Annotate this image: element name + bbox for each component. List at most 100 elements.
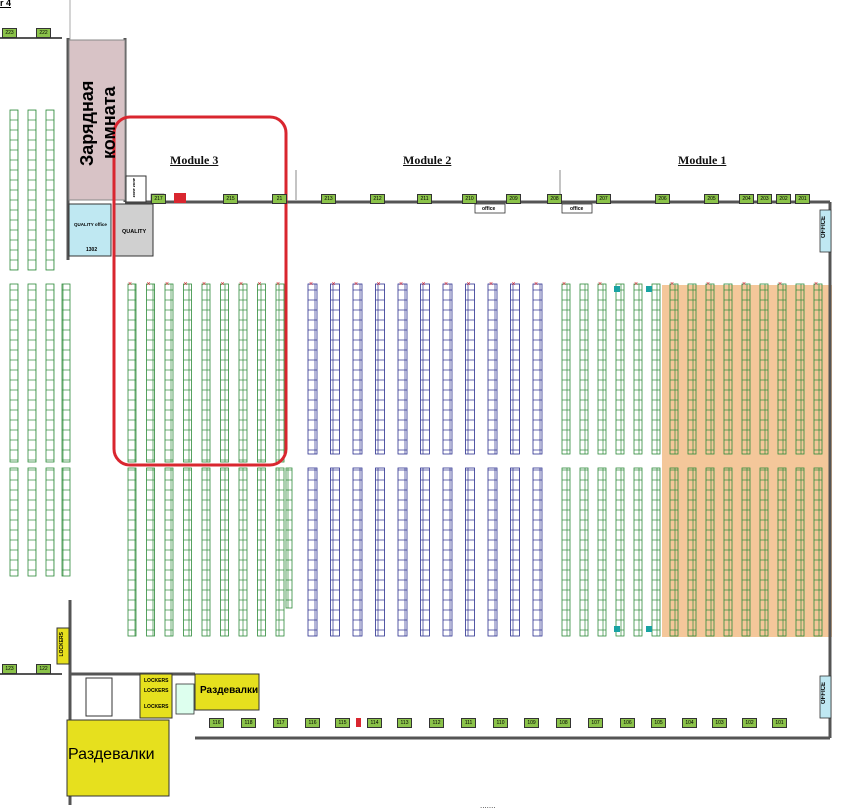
rack-module1-upper[interactable] [651, 283, 661, 455]
office-box-1[interactable] [474, 203, 506, 214]
rack-module3-upper[interactable] [257, 283, 266, 463]
rack-module2-lower[interactable] [307, 467, 318, 637]
dock-door-bottom[interactable]: 122 [36, 664, 51, 674]
rack-module3-lower[interactable] [238, 467, 248, 637]
rack-module2-lower[interactable] [510, 467, 520, 637]
rack-module2-upper[interactable] [307, 283, 318, 455]
rack-module3-lower[interactable] [257, 467, 266, 637]
rack-module2-upper[interactable] [397, 283, 408, 455]
dock-door-bottom[interactable]: 101 [772, 718, 787, 728]
lockers-vertical-box[interactable] [56, 627, 70, 665]
rack-module1-lower[interactable] [669, 467, 679, 637]
rack-module1-upper[interactable] [669, 283, 679, 455]
rack-left-low[interactable] [9, 467, 19, 577]
rack-left-low[interactable] [27, 467, 37, 577]
rack-module3-lower[interactable] [220, 467, 229, 637]
rack-module1-upper[interactable] [777, 283, 787, 455]
rack-module1-upper[interactable] [597, 283, 607, 455]
rack-module2-upper[interactable] [532, 283, 543, 455]
dock-door-bottom[interactable]: 114 [367, 718, 382, 728]
rack-module3-upper[interactable] [127, 283, 137, 463]
rack-module1-upper[interactable] [687, 283, 697, 455]
rack-module1-lower[interactable] [597, 467, 607, 637]
rack-module1-lower[interactable] [651, 467, 661, 637]
dock-door-top[interactable]: 217 [151, 194, 166, 204]
selection-highlight[interactable] [112, 115, 288, 467]
rack-module1-upper[interactable] [615, 283, 625, 455]
rack-module2-lower[interactable] [375, 467, 385, 637]
dock-door-top[interactable]: 211 [417, 194, 432, 204]
rack-module3-lower[interactable] [127, 467, 137, 637]
rack-module1-upper[interactable] [579, 283, 589, 455]
dock-door-bottom[interactable]: 111 [461, 718, 476, 728]
rack-module1-upper[interactable] [705, 283, 715, 455]
lockers-room[interactable] [139, 673, 173, 719]
rack-module2-upper[interactable] [375, 283, 385, 455]
dock-door-bottom[interactable]: 110 [493, 718, 508, 728]
rack-module3-lower[interactable] [183, 467, 192, 637]
rack-module1-lower[interactable] [813, 467, 823, 637]
dock-door-top[interactable]: 206 [655, 194, 670, 204]
rack-module2-lower[interactable] [442, 467, 453, 637]
rack-module2-lower[interactable] [420, 467, 430, 637]
dock-door-top[interactable]: 201 [795, 194, 810, 204]
dock-door-top[interactable]: 213 [321, 194, 336, 204]
rack-module2-lower[interactable] [532, 467, 543, 637]
dock-door-top[interactable]: 222 [36, 28, 51, 38]
rack-module2-lower[interactable] [487, 467, 498, 637]
rack-module2-upper[interactable] [465, 283, 475, 455]
rack-module3-lower[interactable] [275, 467, 285, 637]
rack-module2-lower[interactable] [397, 467, 408, 637]
rack-module2-upper[interactable] [352, 283, 363, 455]
dock-door-top[interactable]: 210 [462, 194, 477, 204]
rack-module1-lower[interactable] [615, 467, 625, 637]
dock-door-bottom[interactable]: 115 [335, 718, 350, 728]
rack-module1-lower[interactable] [741, 467, 751, 637]
rack-module2-upper[interactable] [487, 283, 498, 455]
rack-left-upper[interactable] [27, 109, 37, 271]
rack-module1-lower[interactable] [777, 467, 787, 637]
rack-module1-lower[interactable] [705, 467, 715, 637]
dock-door-bottom[interactable]: 113 [397, 718, 412, 728]
dock-door-bottom[interactable]: 116 [305, 718, 320, 728]
rack-module2-lower[interactable] [465, 467, 475, 637]
dock-door-bottom[interactable]: 118 [241, 718, 256, 728]
dock-door-bottom[interactable]: 107 [588, 718, 603, 728]
dock-door-top[interactable]: 21 [272, 194, 287, 204]
rack-module1-lower[interactable] [723, 467, 733, 637]
charging-room[interactable] [68, 39, 126, 201]
rack-module3-lower[interactable] [201, 467, 211, 637]
dock-door-bottom[interactable]: 103 [712, 718, 727, 728]
rack-left-low[interactable] [61, 467, 71, 577]
dock-door-bottom[interactable]: 104 [682, 718, 697, 728]
rack-module3-upper[interactable] [201, 283, 211, 463]
dock-door-top[interactable]: 203 [757, 194, 772, 204]
rack-module3-upper[interactable] [238, 283, 248, 463]
rack-module2-lower[interactable] [330, 467, 340, 637]
rack-module1-upper[interactable] [741, 283, 751, 455]
rack-module1-upper[interactable] [633, 283, 643, 455]
rack-module1-upper[interactable] [723, 283, 733, 455]
dock-door-top[interactable]: 215 [223, 194, 238, 204]
rack-module1-lower[interactable] [561, 467, 571, 637]
quality-office-room[interactable] [68, 203, 112, 257]
rack-module2-upper[interactable] [330, 283, 340, 455]
dock-door-top[interactable]: 209 [506, 194, 521, 204]
dock-door-bottom[interactable]: 117 [273, 718, 288, 728]
rack-left-mid[interactable] [61, 283, 71, 463]
dock-door-bottom[interactable]: 106 [620, 718, 635, 728]
dock-door-bottom[interactable]: 105 [651, 718, 666, 728]
rack-left-low[interactable] [45, 467, 55, 577]
dock-door-top[interactable]: 207 [596, 194, 611, 204]
rack-module3-edge[interactable] [285, 467, 293, 609]
office-right-bottom-box[interactable] [819, 675, 832, 719]
dock-door-top[interactable]: 223 [2, 28, 17, 38]
rack-module1-lower[interactable] [687, 467, 697, 637]
rack-module1-lower[interactable] [579, 467, 589, 637]
dock-door-top[interactable]: 208 [547, 194, 562, 204]
dock-door-top[interactable]: 212 [370, 194, 385, 204]
rack-module3-upper[interactable] [146, 283, 155, 463]
dock-door-bottom[interactable]: 123 [2, 664, 17, 674]
rack-module1-lower[interactable] [759, 467, 769, 637]
dock-door-bottom[interactable]: 108 [556, 718, 571, 728]
